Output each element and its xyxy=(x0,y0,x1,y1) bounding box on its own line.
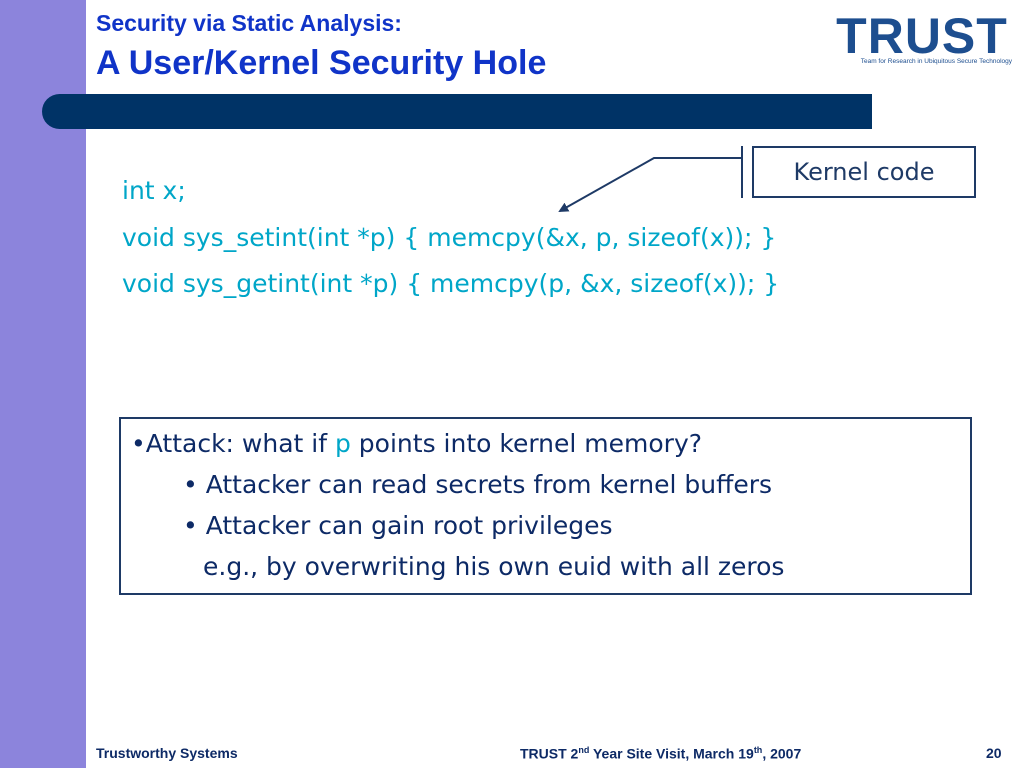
footer-center-mid: Year Site Visit, March 19 xyxy=(589,745,754,762)
footer-left: Trustworthy Systems xyxy=(96,745,238,761)
code-line-2: void sys_setint(int *p) { memcpy(&x, p, … xyxy=(122,223,777,252)
attack-sub-bullet-1: • Attacker can read secrets from kernel … xyxy=(183,470,773,499)
footer-center-suffix: , 2007 xyxy=(762,745,802,762)
footer-center-sup2: th xyxy=(753,745,763,755)
footer-center-sup1: nd xyxy=(578,745,590,755)
title-underline-band xyxy=(42,94,872,129)
attack-bullet: •Attack: what if p points into kernel me… xyxy=(131,429,702,458)
attack-sub-bullet-2: • Attacker can gain root privileges xyxy=(183,511,613,540)
attack-bullet-prefix: •Attack: what if xyxy=(131,429,335,458)
code-line-3: void sys_getint(int *p) { memcpy(p, &x, … xyxy=(122,269,780,298)
attack-sub-bullet-2-example: e.g., by overwriting his own euid with a… xyxy=(203,552,785,581)
attack-bullet-var: p xyxy=(334,429,351,458)
attack-box: •Attack: what if p points into kernel me… xyxy=(119,417,972,595)
trust-logo: TRUST Team for Research in Ubiquitous Se… xyxy=(832,8,1012,70)
page-number: 20 xyxy=(986,745,1002,761)
kernel-code-label: Kernel code xyxy=(752,146,976,198)
logo-word: TRUST xyxy=(836,8,1008,64)
footer-center-prefix: TRUST 2 xyxy=(520,745,579,762)
footer-center: TRUST 2nd Year Site Visit, March 19th, 2… xyxy=(520,745,801,762)
attack-bullet-suffix: points into kernel memory? xyxy=(350,429,703,458)
slide-title-line2: A User/Kernel Security Hole xyxy=(96,44,547,82)
logo-tagline: Team for Research in Ubiquitous Secure T… xyxy=(860,58,1012,65)
slide-title-line1: Security via Static Analysis: xyxy=(96,10,402,36)
code-line-1: int x; xyxy=(122,176,186,205)
